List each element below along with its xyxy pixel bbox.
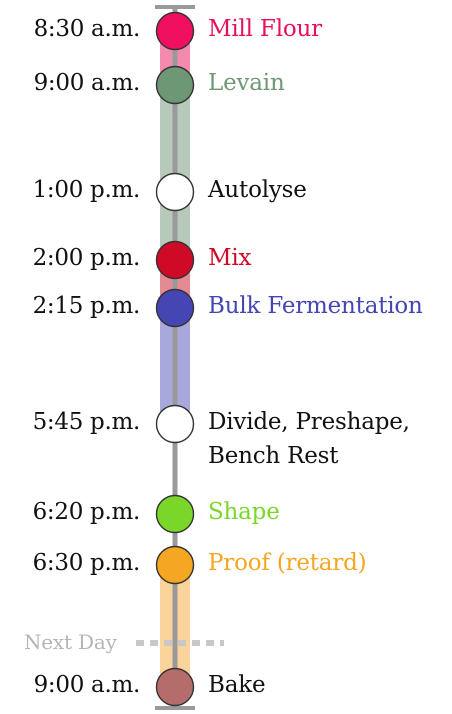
event-label: Shape (208, 499, 280, 525)
event-label: Mill Flour (208, 16, 322, 42)
event-time: 6:30 p.m. (32, 550, 141, 576)
event-time: 6:20 p.m. (32, 499, 141, 525)
next-day-label: Next Day (24, 630, 117, 654)
event-time: 9:00 a.m. (33, 70, 141, 96)
event-node (155, 172, 195, 212)
event-label: Divide, Preshape, (208, 409, 410, 435)
event-node (155, 494, 195, 534)
event-time: 8:30 a.m. (33, 16, 141, 42)
event-label: Levain (208, 70, 285, 96)
event-label: Bulk Fermentation (208, 293, 423, 319)
event-node (155, 240, 195, 280)
event-time: 9:00 a.m. (33, 672, 141, 698)
event-node (155, 65, 195, 105)
event-label: Mix (208, 245, 252, 271)
event-label: Bake (208, 672, 266, 698)
event-label: Bench Rest (208, 443, 339, 469)
event-label: Autolyse (208, 177, 307, 203)
event-time: 2:15 p.m. (32, 293, 141, 319)
event-time: 2:00 p.m. (32, 245, 141, 271)
event-node (155, 404, 195, 444)
event-node (155, 667, 195, 707)
event-time: 5:45 p.m. (32, 409, 141, 435)
event-node (155, 288, 195, 328)
event-label: Proof (retard) (208, 550, 367, 576)
event-node (155, 545, 195, 585)
event-time: 1:00 p.m. (32, 177, 141, 203)
event-node (155, 11, 195, 51)
